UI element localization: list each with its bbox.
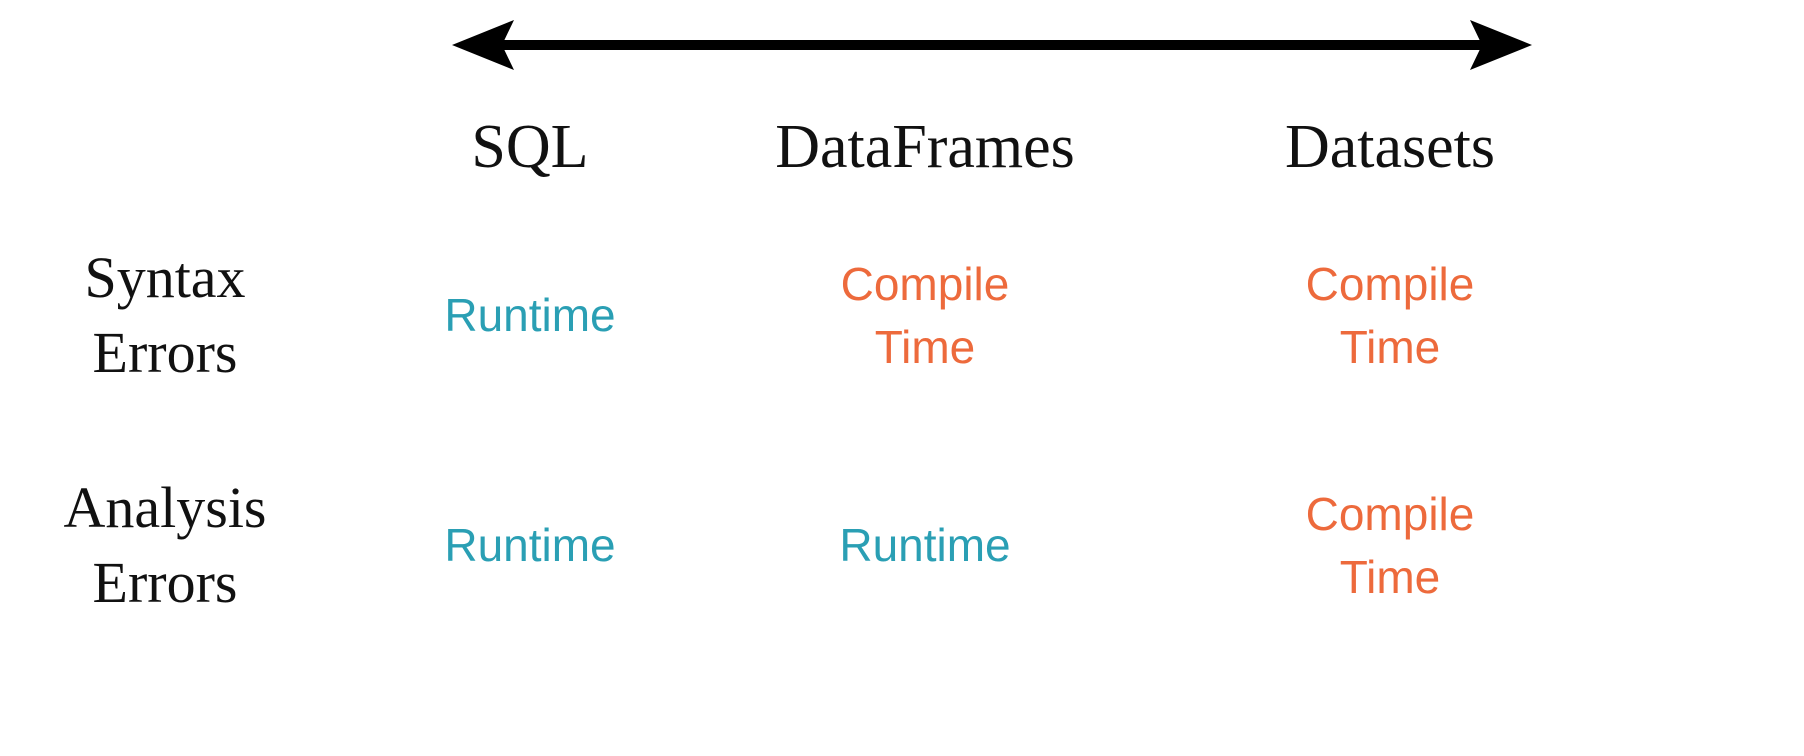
cell-syntax-dataframes: Compile Time [840,258,1010,373]
double-arrow-icon [448,14,1536,76]
column-header-dataframes: DataFrames [775,112,1075,181]
column-header-datasets: Datasets [1284,112,1496,181]
cell-analysis-sql: Runtime [444,519,616,572]
comparison-table: SQL DataFrames Datasets Syntax Errors Ru… [63,112,1496,615]
cell-analysis-dataframes: Runtime [839,519,1011,572]
cell-syntax-datasets: Compile Time [1305,258,1475,373]
column-header-sql: SQL [471,112,589,181]
cell-syntax-sql: Runtime [444,289,616,342]
row-header-syntax-errors: Syntax Errors [84,245,246,385]
row-header-analysis-errors: Analysis Errors [63,475,267,615]
cell-analysis-datasets: Compile Time [1305,488,1475,603]
